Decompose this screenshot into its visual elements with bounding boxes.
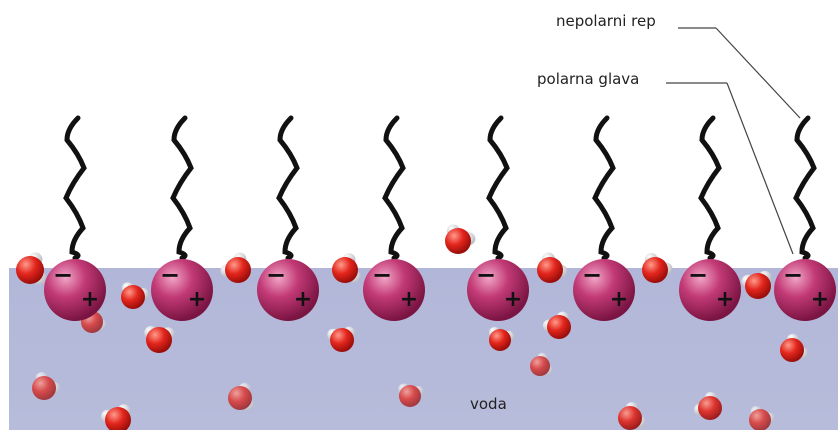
surfactant-molecule: −+ [363,118,425,321]
negative-charge: − [783,261,803,289]
polar-head-label: polarna glava [537,70,639,88]
negative-charge: − [53,261,73,289]
positive-charge: + [81,287,99,312]
negative-charge: − [372,261,392,289]
positive-charge: + [188,287,206,312]
positive-charge: + [610,287,628,312]
positive-charge: + [811,287,829,312]
surfactant-molecule: −+ [467,118,529,321]
water-molecule [16,252,46,284]
negative-charge: − [160,261,180,289]
positive-charge: + [716,287,734,312]
surfactant-molecule: −+ [679,118,741,321]
nonpolar-tail [385,118,403,258]
nonpolar-tail [66,118,84,258]
nonpolar-tail [279,118,297,258]
water-label: voda [470,395,507,413]
tail-leader-line-diagonal [716,28,800,118]
negative-charge: − [688,261,708,289]
negative-charge: − [476,261,496,289]
surfactant-molecule: −+ [44,118,106,321]
head-leader-line-diagonal [727,83,793,254]
surfactant-molecule: −+ [151,118,213,321]
surfactant-molecule: −+ [774,118,836,321]
positive-charge: + [400,287,418,312]
negative-charge: − [582,261,602,289]
nonpolar-tail [173,118,191,258]
negative-charge: − [266,261,286,289]
surfactant-molecule: −+ [257,118,319,321]
nonpolar-tail [701,118,719,258]
positive-charge: + [294,287,312,312]
nonpolar-tail [489,118,507,258]
water-molecule [332,253,361,283]
positive-charge: + [504,287,522,312]
nonpolar-tail-label: nepolarni rep [556,12,656,30]
surfactant-molecule: −+ [573,118,635,321]
water-molecule [445,224,475,254]
nonpolar-tail [796,118,814,258]
nonpolar-tail [595,118,613,258]
